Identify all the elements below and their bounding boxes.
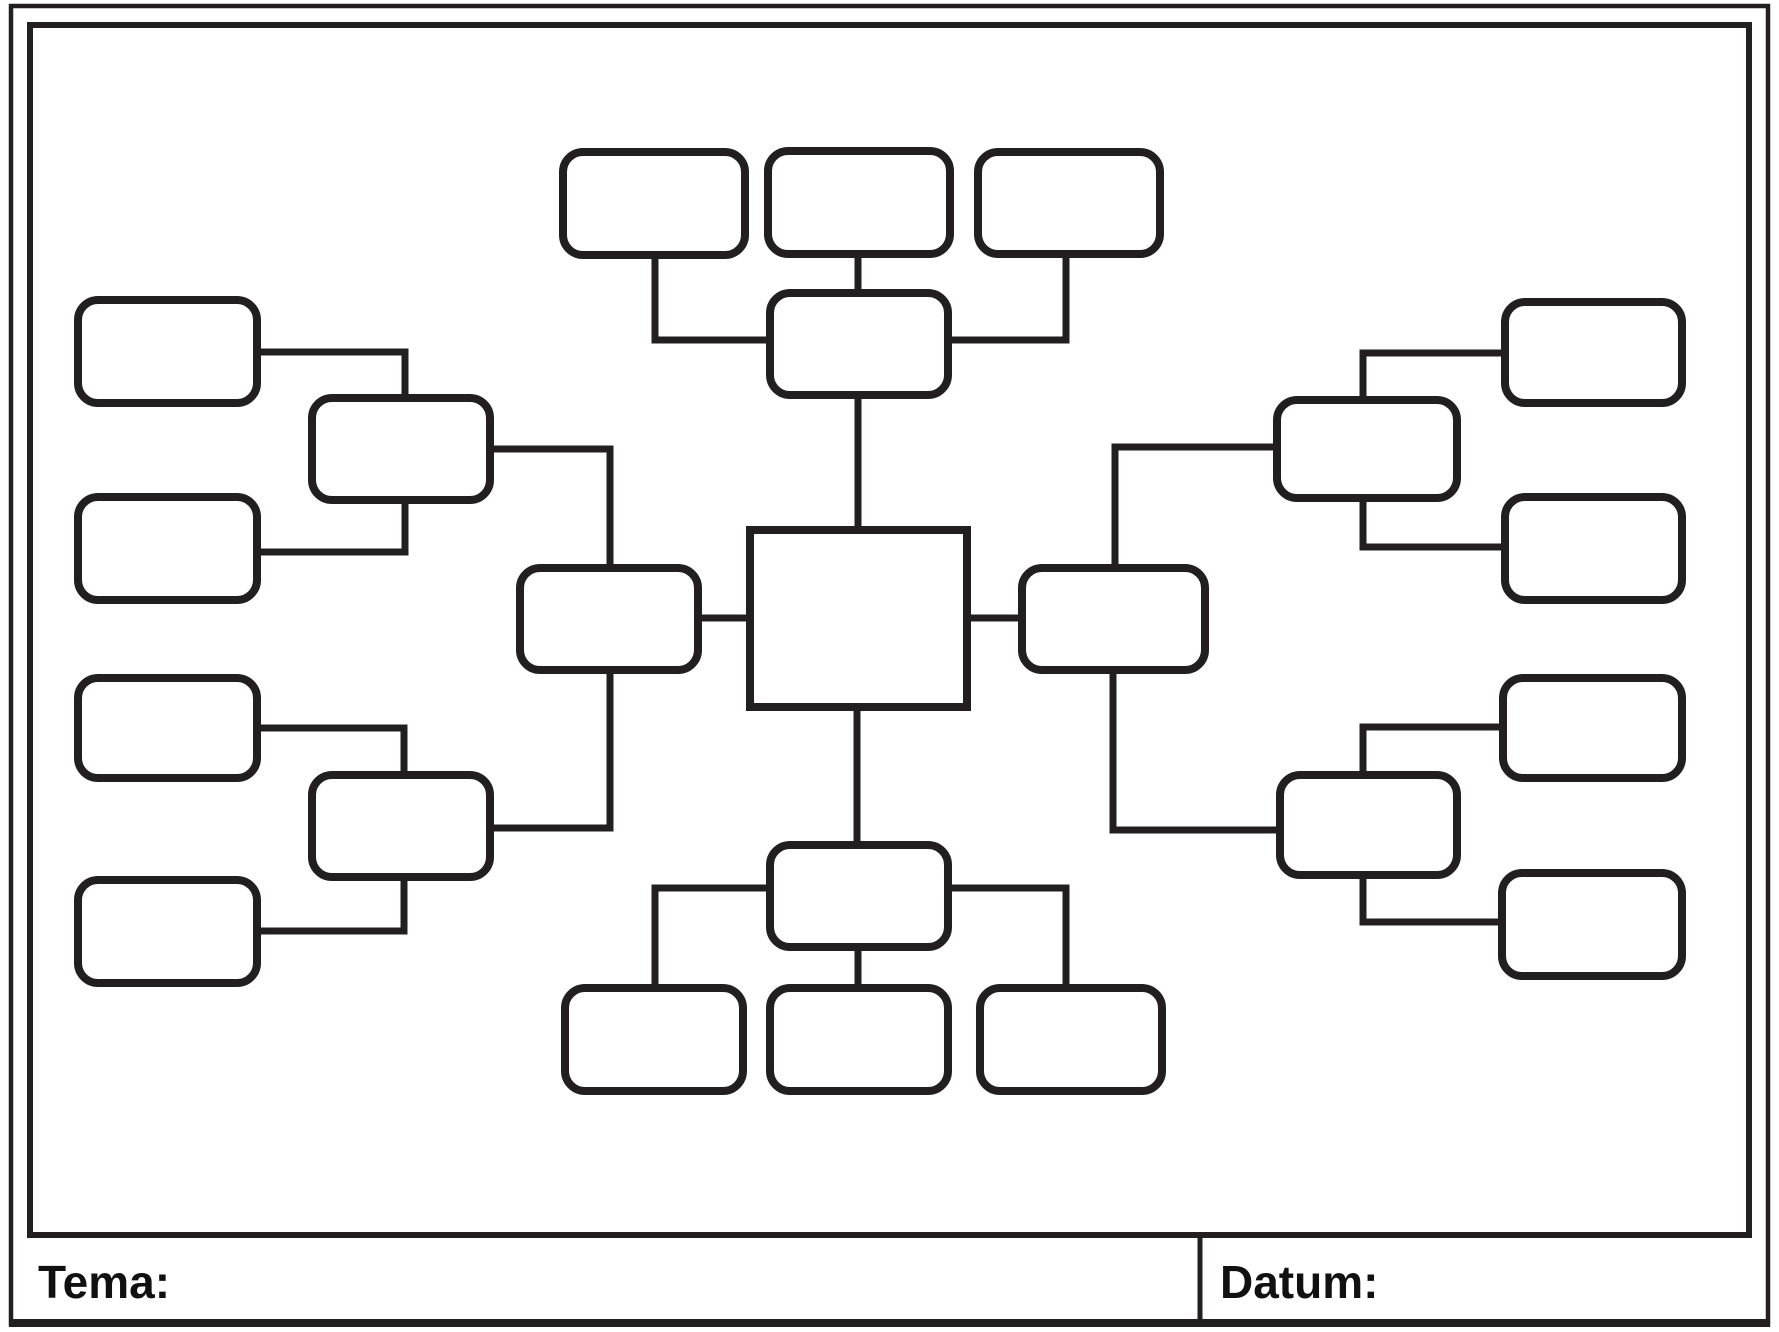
connector-left-hub-lower-subtopic <box>488 668 614 832</box>
connector-bottom-leaf1-hub <box>651 884 772 990</box>
top-leaf-box-2[interactable] <box>764 147 954 258</box>
top-leaf-box-3[interactable] <box>974 148 1164 258</box>
tema-label: Tema: <box>38 1256 170 1308</box>
right-leaf-box-1[interactable] <box>1501 298 1686 407</box>
left-leaf-box-3[interactable] <box>74 674 261 782</box>
center-topic-box[interactable] <box>746 526 971 711</box>
connector-left-leaf3-subtopic <box>255 724 408 777</box>
connector-top-leaf1-hub <box>651 255 772 344</box>
left-lower-subtopic-box[interactable] <box>308 771 494 881</box>
connector-right-subtopic-leaf2 <box>1359 496 1507 551</box>
connector-right-subtopic-leaf1 <box>1359 349 1507 402</box>
right-lower-subtopic-box[interactable] <box>1276 771 1461 879</box>
connector-right-hub-lower-subtopic <box>1109 668 1282 834</box>
left-upper-subtopic-box[interactable] <box>308 394 494 504</box>
connector-right-hub-upper-subtopic <box>1111 443 1279 570</box>
bottom-hub-box[interactable] <box>766 841 952 951</box>
right-upper-subtopic-box[interactable] <box>1273 396 1461 502</box>
tema-field[interactable] <box>36 1240 1196 1320</box>
top-hub-box[interactable] <box>766 289 952 399</box>
top-leaf-box-1[interactable] <box>559 148 749 259</box>
connector-bottom-leaf3-hub <box>946 884 1070 990</box>
left-leaf-box-1[interactable] <box>74 296 261 407</box>
right-hub-box[interactable] <box>1018 564 1209 674</box>
connector-left-leaf2-subtopic <box>255 498 409 556</box>
right-leaf-box-4[interactable] <box>1498 869 1686 980</box>
connector-right-subtopic-leaf4 <box>1359 873 1504 926</box>
connector-right-subtopic-leaf3 <box>1359 723 1505 777</box>
left-hub-box[interactable] <box>516 564 702 674</box>
bottom-leaf-box-3[interactable] <box>976 984 1166 1095</box>
right-leaf-box-2[interactable] <box>1501 493 1686 604</box>
bottom-leaf-box-2[interactable] <box>766 984 952 1095</box>
connector-left-leaf1-subtopic <box>255 348 409 400</box>
left-leaf-box-4[interactable] <box>74 876 261 987</box>
right-leaf-box-3[interactable] <box>1499 674 1686 782</box>
inner-frame <box>27 22 1752 1238</box>
connector-left-leaf4-subtopic <box>255 875 408 935</box>
bottom-leaf-box-1[interactable] <box>561 984 747 1095</box>
left-leaf-box-2[interactable] <box>74 493 261 604</box>
connector-top-leaf3-hub <box>946 253 1070 344</box>
connector-left-hub-upper-subtopic <box>488 445 614 570</box>
datum-label: Datum: <box>1220 1256 1378 1308</box>
connector-group <box>255 253 1507 990</box>
